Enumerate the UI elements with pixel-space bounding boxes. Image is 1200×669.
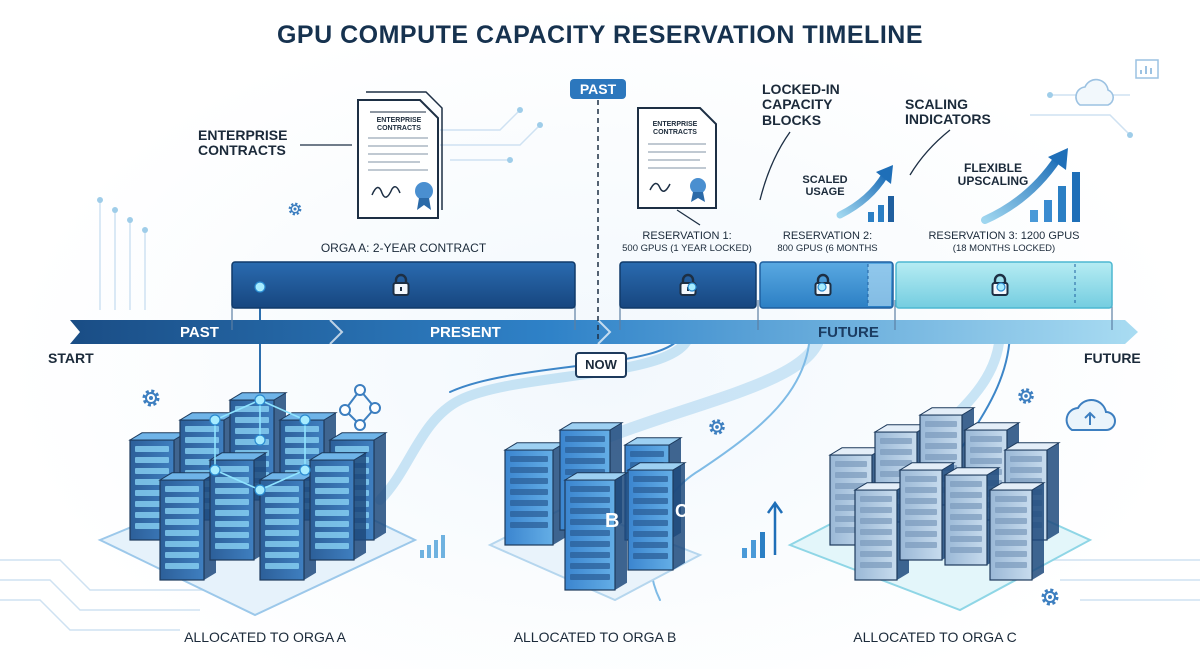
orga-a-server-racks <box>128 392 388 581</box>
scaled-usage-arrow-icon <box>836 165 894 222</box>
server-rack <box>988 482 1046 581</box>
orga-a-contract-block <box>231 261 576 309</box>
timeline-past-label: PAST <box>180 324 219 341</box>
server-rack <box>563 472 629 591</box>
growth-chart-icon <box>742 500 784 558</box>
page-title: GPU COMPUTE CAPACITY RESERVATION TIMELIN… <box>276 21 923 49</box>
orga-b-server-racks <box>503 422 687 591</box>
contract-document-icon <box>357 91 443 219</box>
server-rack <box>258 472 318 581</box>
bar-chart-icon <box>420 535 445 558</box>
reservation-3-detail: (18 MONTHS LOCKED) <box>952 243 1056 254</box>
allocation-label-orga-b: ALLOCATED TO ORGA B <box>513 629 677 645</box>
gear-icon <box>1018 388 1034 404</box>
timeline-start-label: START <box>48 350 94 366</box>
reservation-2-block <box>759 261 894 309</box>
allocation-label-orga-c: ALLOCATED TO ORGA C <box>853 629 1017 645</box>
server-rack <box>208 452 268 561</box>
server-rack <box>158 472 218 581</box>
enterprise-contracts-label: ENTERPRISE CONTRACTS <box>198 127 288 159</box>
gear-icon <box>288 202 302 216</box>
contract-document-icon <box>637 107 717 209</box>
contract-document-title: ENTERPRISE CONTRACTS <box>376 117 422 132</box>
flexible-upscaling-arrow-icon <box>981 148 1080 224</box>
reservation-1-detail: 500 GPUs (1 YEAR LOCKED) <box>622 243 752 254</box>
gear-icon <box>1041 588 1059 606</box>
reservation-2-detail: 800 GPUs (6 MONTHS <box>777 243 878 254</box>
now-tag: NOW <box>575 352 627 378</box>
cloud-upload-icon <box>1075 78 1114 106</box>
contract-document-title: ENTERPRISE CONTRACTS <box>652 121 698 136</box>
allocation-label-orga-a: ALLOCATED TO ORGA A <box>184 629 346 645</box>
server-rack <box>308 452 368 561</box>
server-rack <box>128 432 188 541</box>
flexible-upscaling-label: FLEXIBLE UPSCALING <box>957 161 1029 189</box>
server-letter-b: B <box>605 510 620 532</box>
callout-line <box>909 129 951 176</box>
cloud-upload-icon <box>1065 398 1116 431</box>
timeline-future-label: FUTURE <box>818 324 879 341</box>
timeline-bar <box>70 319 1138 345</box>
chart-icon <box>1135 59 1159 79</box>
server-rack <box>626 462 687 571</box>
reservation-2-title: RESERVATION 2: <box>782 230 873 242</box>
timeline-present-label: PRESENT <box>430 324 501 341</box>
reservation-3-title: RESERVATION 3: 1200 GPUs <box>928 230 1080 242</box>
network-icon <box>339 384 381 431</box>
reservation-1-title: RESERVATION 1: <box>642 230 732 242</box>
orga-a-contract-label: ORGA A: 2-YEAR CONTRACT <box>320 241 487 255</box>
callout-line <box>759 131 791 201</box>
past-tag: PAST <box>570 79 626 99</box>
orga-c-server-racks <box>828 407 1061 581</box>
scaling-indicators-label: SCALING INDICATORS <box>905 96 991 128</box>
timeline-end-label: FUTURE <box>1084 350 1141 366</box>
gear-icon <box>709 419 725 435</box>
locked-in-capacity-label: LOCKED-IN CAPACITY BLOCKS <box>762 81 840 128</box>
server-letter-c: C <box>675 501 688 521</box>
gear-icon <box>142 389 160 407</box>
scaled-usage-label: SCALED USAGE <box>802 174 848 199</box>
server-rack <box>503 442 567 546</box>
